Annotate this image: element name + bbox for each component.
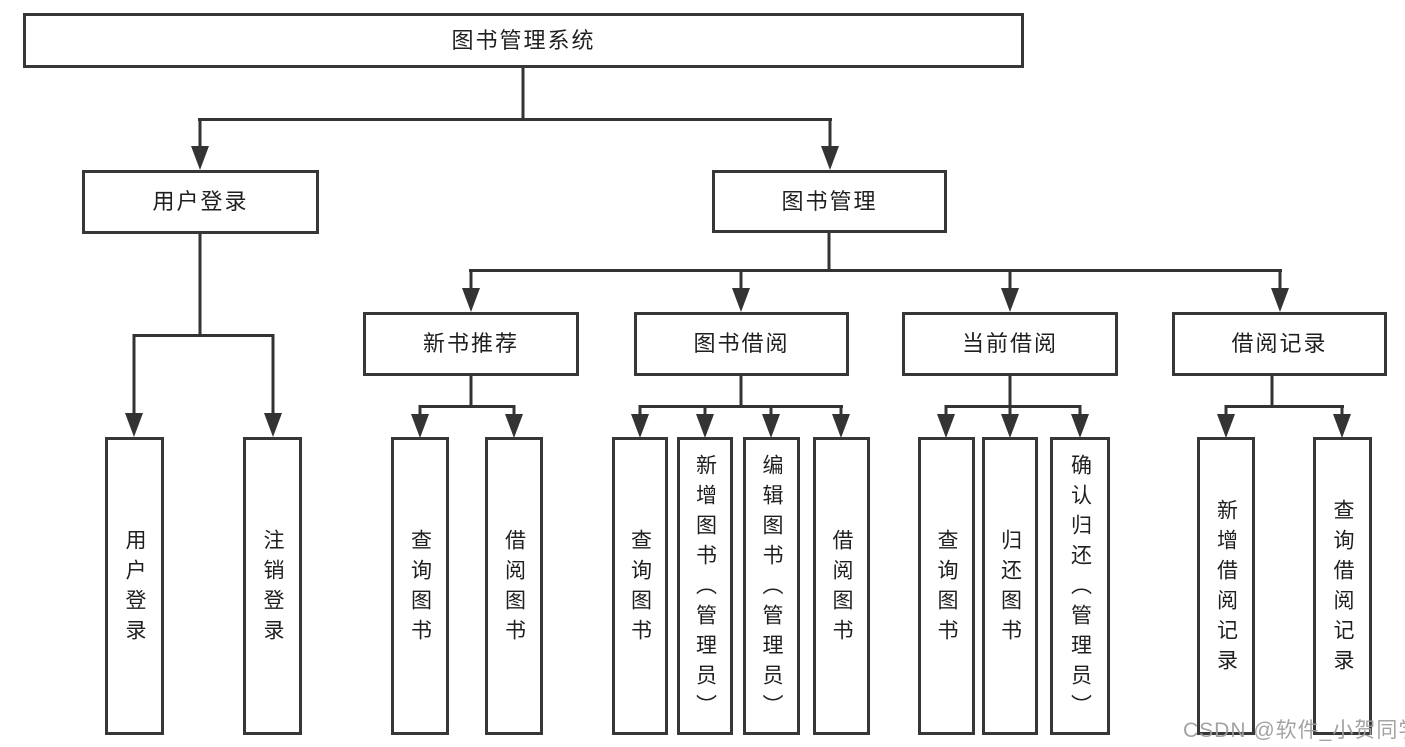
connector-vline (839, 405, 843, 419)
node-book-management: 图书管理 (712, 170, 947, 233)
csdn-watermark: CSDN @软件_小贺同学 (1183, 719, 1405, 742)
connector-vline (944, 405, 948, 419)
leaf-borrow-book-recommend: 借阅图书 (485, 437, 543, 735)
leaf-logout-login: 注销登录 (243, 437, 302, 735)
arrowhead-down-icon (762, 414, 780, 438)
arrowhead-down-icon (191, 146, 209, 170)
connector-vline (198, 118, 202, 150)
arrowhead-down-icon (1217, 414, 1235, 438)
arrowhead-down-icon (264, 413, 282, 437)
leaf-add-borrow-record: 新增借阅记录 (1197, 437, 1255, 735)
arrowhead-down-icon (696, 414, 714, 438)
connector-vline (827, 231, 831, 271)
connector-vline (1224, 405, 1228, 419)
arrowhead-down-icon (505, 414, 523, 438)
arrowhead-down-icon (832, 414, 850, 438)
leaf-edit-book-admin: 编辑图书（管理员） (743, 437, 800, 735)
connector-vline (1078, 405, 1082, 419)
connector-vline (769, 405, 773, 419)
arrowhead-down-icon (462, 288, 480, 312)
leaf-user-login: 用户登录 (105, 437, 164, 735)
connector-hline (469, 269, 1282, 272)
leaf-query-book-borrow: 查询图书 (612, 437, 668, 735)
connector-vline (132, 334, 136, 416)
connector-vline (469, 374, 473, 407)
arrowhead-down-icon (631, 414, 649, 438)
connector-vline (1008, 405, 1012, 419)
leaf-add-book-admin: 新增图书（管理员） (677, 437, 733, 735)
arrowhead-down-icon (125, 413, 143, 437)
connector-vline (469, 269, 473, 291)
leaf-return-book: 归还图书 (982, 437, 1038, 735)
connector-vline (198, 232, 202, 336)
node-borrow-records: 借阅记录 (1172, 312, 1387, 376)
leaf-query-borrow-record: 查询借阅记录 (1313, 437, 1372, 735)
node-user-login: 用户登录 (82, 170, 319, 234)
arrowhead-down-icon (1001, 414, 1019, 438)
connector-hline (1225, 405, 1344, 408)
connector-vline (703, 405, 707, 419)
connector-vline (418, 405, 422, 419)
node-root-library-system: 图书管理系统 (23, 13, 1024, 68)
arrowhead-down-icon (1071, 414, 1089, 438)
connector-hline (945, 405, 1081, 408)
connector-hline (419, 405, 515, 408)
leaf-query-book-recommend: 查询图书 (391, 437, 449, 735)
connector-vline (828, 118, 832, 150)
connector-vline (739, 374, 743, 407)
node-new-book-recommend: 新书推荐 (363, 312, 579, 376)
connector-vline (739, 269, 743, 291)
arrowhead-down-icon (937, 414, 955, 438)
arrowhead-down-icon (821, 146, 839, 170)
arrowhead-down-icon (411, 414, 429, 438)
node-current-borrow: 当前借阅 (902, 312, 1118, 376)
connector-vline (1340, 405, 1344, 419)
connector-hline (198, 118, 832, 121)
connector-vline (638, 405, 642, 419)
leaf-query-book-current: 查询图书 (918, 437, 975, 735)
leaf-confirm-return-admin: 确认归还（管理员） (1050, 437, 1110, 735)
connector-vline (1278, 269, 1282, 291)
arrowhead-down-icon (1001, 288, 1019, 312)
connector-hline (639, 405, 843, 408)
node-book-borrow: 图书借阅 (634, 312, 849, 376)
leaf-borrow-book: 借阅图书 (813, 437, 870, 735)
connector-vline (1008, 374, 1012, 407)
connector-vline (1008, 269, 1012, 291)
connector-vline (512, 405, 516, 419)
connector-hline (133, 334, 274, 337)
connector-vline (1270, 374, 1274, 407)
arrowhead-down-icon (1271, 288, 1289, 312)
arrowhead-down-icon (1333, 414, 1351, 438)
arrowhead-down-icon (732, 288, 750, 312)
connector-vline (521, 66, 525, 120)
connector-vline (271, 334, 275, 416)
